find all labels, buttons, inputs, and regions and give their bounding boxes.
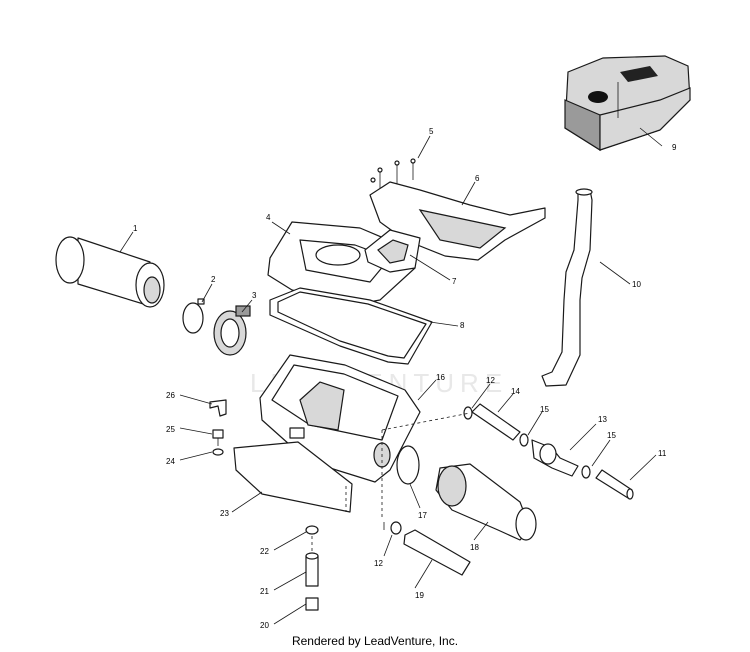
- part-22-drain-cap: [305, 525, 319, 535]
- part-15-clamps: [519, 433, 591, 479]
- callout-4: 4: [266, 213, 271, 222]
- callout-25: 25: [166, 425, 175, 434]
- callout-22: 22: [260, 547, 269, 556]
- part-23-side-panel: [233, 441, 353, 513]
- part-11-tube: [595, 469, 634, 500]
- part-2-clamp: [182, 298, 205, 334]
- part-20-clip: [305, 597, 319, 611]
- callout-18: 18: [470, 543, 479, 552]
- callout-26: 26: [166, 391, 175, 400]
- callout-16: 16: [436, 373, 445, 382]
- part-12-clamps: [390, 406, 473, 535]
- part-25-screw: [212, 429, 224, 446]
- callout-23: 23: [220, 509, 229, 518]
- callout-7: 7: [452, 277, 457, 286]
- callout-11: 11: [658, 449, 667, 458]
- callout-24: 24: [166, 457, 175, 466]
- callout-9: 9: [672, 143, 677, 152]
- part-14-tube: [471, 403, 521, 441]
- callout-6: 6: [475, 174, 480, 183]
- part-9-foam-pad: [564, 55, 691, 152]
- callout-13: 13: [598, 415, 607, 424]
- part-10-vent-tube: [541, 188, 593, 387]
- callout-leaders: [119, 127, 663, 625]
- part-7-inlet-gasket: [364, 229, 421, 273]
- part-3-adapter-boot: [213, 305, 251, 356]
- part-26-bracket: [209, 399, 227, 417]
- part-21-drain-tube: [305, 486, 347, 587]
- callout-15a: 15: [540, 405, 549, 414]
- part-8-lid-seal: [269, 287, 433, 365]
- callout-14: 14: [511, 387, 520, 396]
- part-1-air-filter: [55, 236, 165, 308]
- callout-12a: 12: [486, 376, 495, 385]
- callout-1: 1: [133, 224, 138, 233]
- callout-5: 5: [429, 127, 434, 136]
- callout-10: 10: [632, 280, 641, 289]
- credit-line: Rendered by LeadVenture, Inc.: [291, 634, 459, 648]
- callout-15b: 15: [607, 431, 616, 440]
- callout-8: 8: [460, 321, 465, 330]
- part-24-washer: [212, 448, 224, 456]
- part-18-intake-boot: [435, 463, 537, 541]
- assembly-lines: [381, 412, 471, 520]
- callout-labels: 1 2 3 4 5 6 7 8 9 10 11 12 12 13 14 15 1…: [133, 127, 677, 630]
- callout-17: 17: [418, 511, 427, 520]
- part-19-hose: [383, 522, 471, 576]
- callout-2: 2: [211, 275, 216, 284]
- callout-19: 19: [415, 591, 424, 600]
- callout-20: 20: [260, 621, 269, 630]
- part-13-valve: [531, 439, 579, 477]
- callout-12b: 12: [374, 559, 383, 568]
- callout-21: 21: [260, 587, 269, 596]
- callout-3: 3: [252, 291, 257, 300]
- part-17-clamp: [396, 445, 420, 485]
